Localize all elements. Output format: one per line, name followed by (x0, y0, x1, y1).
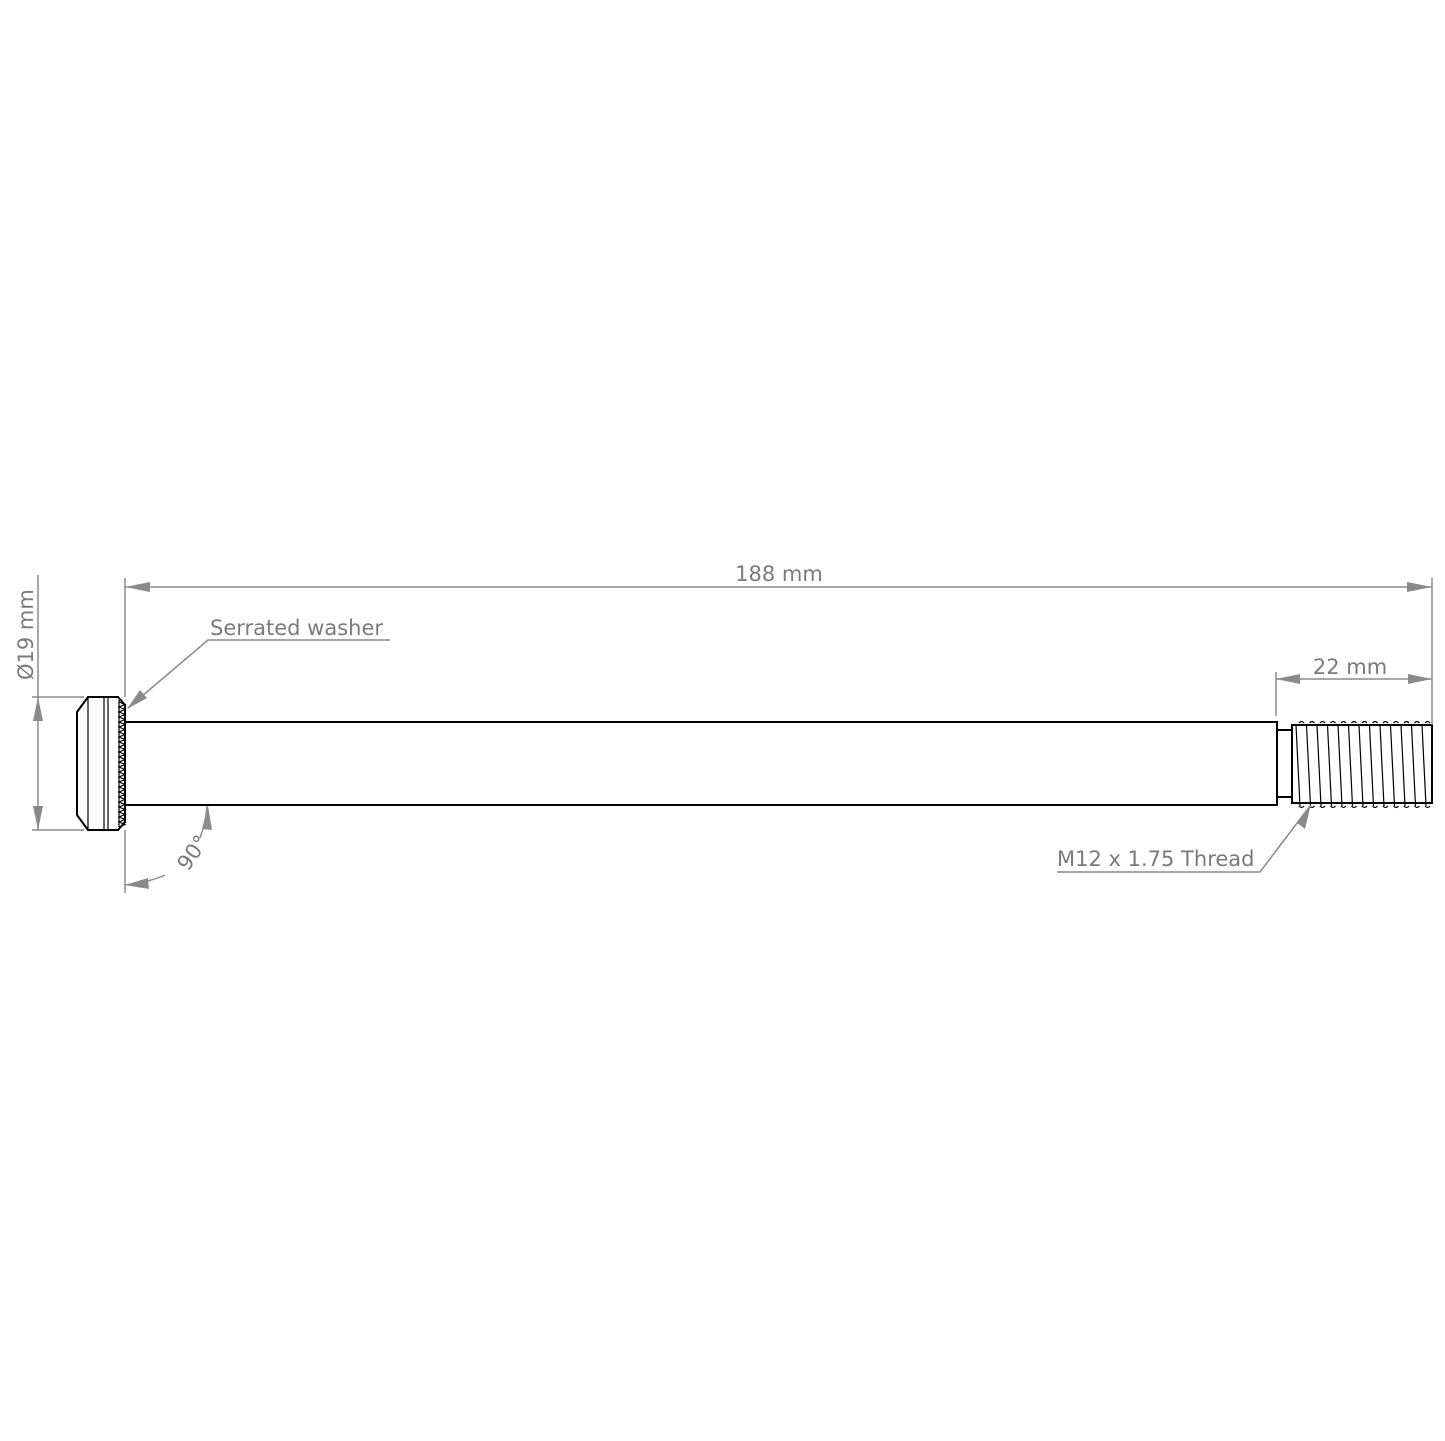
axle-neck (1276, 729, 1293, 798)
thread-length-dimension: 22 mm (1275, 655, 1432, 716)
angle-dimension: 90° (124, 805, 213, 893)
angle-label: 90° (172, 831, 213, 875)
overall-length-label: 188 mm (735, 562, 823, 586)
thread-callout: M12 x 1.75 Thread (1057, 804, 1311, 873)
axle-shaft (124, 721, 1278, 806)
thread-length-label: 22 mm (1313, 655, 1387, 679)
washer-callout-label: Serrated washer (210, 616, 383, 640)
axle-head (76, 696, 127, 831)
head-diameter-label: Ø19 mm (14, 589, 38, 680)
thread-callout-label: M12 x 1.75 Thread (1057, 847, 1254, 871)
axle-thread (1291, 720, 1433, 809)
washer-callout: Serrated washer (127, 616, 390, 709)
overall-length-dimension: 188 mm (124, 562, 1433, 725)
head-diameter-dimension: Ø19 mm (14, 575, 84, 831)
